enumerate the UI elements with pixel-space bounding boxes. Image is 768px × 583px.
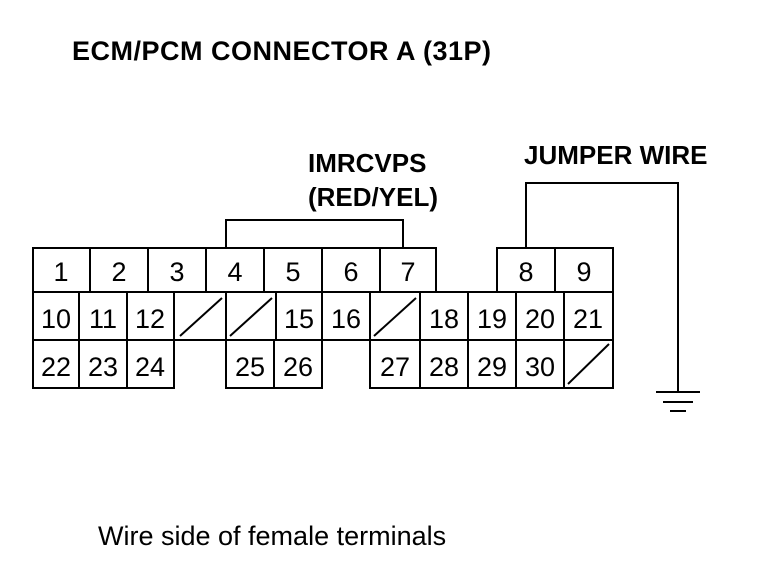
caption: Wire side of female terminals (98, 521, 447, 551)
signal-name-label: IMRCVPS (308, 148, 427, 178)
blank-slash-b (229, 297, 273, 337)
terminal-cell-24 (126, 339, 175, 389)
terminal-number: 26 (283, 352, 313, 382)
terminal-number: 16 (331, 304, 361, 334)
jumper-wire-line (525, 182, 679, 392)
terminal-number: 19 (477, 304, 507, 334)
signal-color-label: (RED/YEL) (308, 182, 438, 212)
terminal-number: 6 (343, 257, 358, 287)
terminal-number: 9 (576, 257, 591, 287)
terminal-number: 27 (380, 352, 410, 382)
terminal-number: 12 (135, 304, 165, 334)
terminal-number: 29 (477, 352, 507, 382)
blank-slash-c (373, 297, 417, 337)
terminal-number: 8 (518, 257, 533, 287)
terminal-number: 4 (227, 257, 242, 287)
terminal-number: 5 (285, 257, 300, 287)
terminal-number: 21 (573, 304, 603, 334)
terminal-number: 10 (41, 304, 71, 334)
terminal-number: 11 (89, 304, 117, 334)
jumper-wire-label: JUMPER WIRE (524, 140, 708, 170)
blank-slash-d (567, 343, 610, 385)
terminal-number: 28 (429, 352, 459, 382)
terminal-number: 7 (400, 257, 415, 287)
blank-cell-d (563, 339, 614, 389)
terminal-number: 3 (169, 257, 184, 287)
terminal-number: 20 (525, 304, 555, 334)
terminal-cell-26 (273, 339, 323, 389)
terminal-number: 22 (41, 352, 71, 382)
imrcvps-bridge-wire (225, 219, 404, 248)
blank-cell-a (173, 291, 227, 341)
terminal-number: 18 (429, 304, 459, 334)
terminal-number: 2 (111, 257, 126, 287)
blank-slash-a (179, 297, 223, 337)
terminal-number: 1 (53, 257, 68, 287)
terminal-number: 30 (525, 352, 555, 382)
terminal-number: 15 (284, 304, 314, 334)
diagram-title: ECM/PCM CONNECTOR A (31P) (72, 36, 492, 66)
terminal-number: 23 (88, 352, 118, 382)
terminal-number: 25 (235, 352, 265, 382)
terminal-number: 24 (135, 352, 165, 382)
